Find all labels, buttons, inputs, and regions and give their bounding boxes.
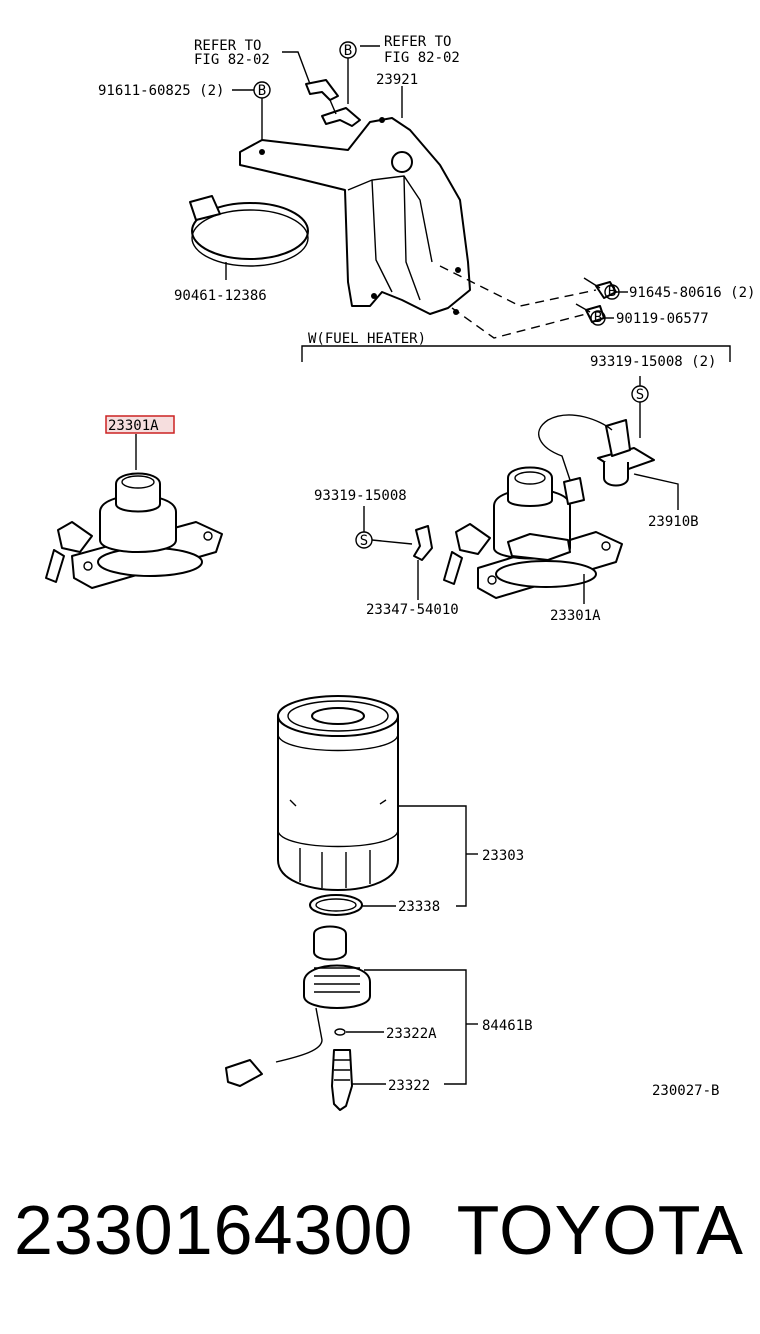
highlight-box-23301A (105, 415, 175, 434)
label-refer-2-line1: REFER TO (384, 34, 451, 50)
label-heater-23910B: 23910B (648, 514, 699, 530)
label-bolt-91645: 91645-80616 (2) (629, 285, 755, 301)
footer: 2330164300 TOYOTA (0, 1180, 760, 1290)
label-sensor-23322: 23322 (388, 1078, 430, 1094)
circle-marker-b-3: B (604, 284, 620, 300)
dashed-mount-lines (439, 265, 597, 339)
label-screw-93319-2: 93319-15008 (2) (590, 354, 716, 370)
housing-23301A-right-drawing (443, 466, 623, 599)
parts-diagram: B B B B REFER TO FIG 82-02 REFER TO FIG … (45, 34, 755, 1111)
svg-text:B: B (344, 43, 352, 59)
svg-text:B: B (258, 83, 266, 99)
label-fuel-heater: W(FUEL HEATER) (308, 331, 426, 347)
sensor-84461B-drawing (225, 925, 371, 1111)
circle-marker-b-2: B (253, 81, 271, 99)
label-bracket-23921: 23921 (376, 72, 418, 88)
housing-23301A-left-drawing (45, 472, 223, 589)
svg-text:S: S (360, 533, 368, 549)
label-refer-1-line1: REFER TO (194, 38, 261, 54)
leader-lines-top (225, 45, 628, 319)
ring-23338-drawing (309, 894, 363, 916)
label-refer-1-line2: FIG 82-02 (194, 52, 270, 68)
label-band-90461: 90461-12386 (174, 288, 267, 304)
leader-lines-bottom (346, 805, 478, 1085)
band-90461-drawing (189, 195, 309, 267)
label-filter-23303: 23303 (482, 848, 524, 864)
svg-text:B: B (594, 310, 602, 326)
label-refer-2-line2: FIG 82-02 (384, 50, 460, 66)
clip-23347-drawing: S (355, 506, 433, 600)
bracket-23921-drawing (239, 117, 471, 315)
circle-marker-b-4: B (590, 310, 606, 326)
brand-name: TOYOTA (456, 1191, 744, 1269)
refer-clip-drawing (305, 79, 361, 127)
label-ring-23338: 23338 (398, 899, 440, 915)
part-number: 2330164300 (14, 1191, 414, 1269)
svg-text:B: B (608, 284, 616, 300)
label-housing-23301A-highlighted: 23301A (108, 418, 159, 434)
label-figure-code: 230027-B (652, 1083, 719, 1099)
circle-marker-b-1: B (339, 41, 357, 59)
fuel-heater-bracket-line (301, 345, 731, 362)
label-housing-23301A: 23301A (550, 608, 601, 624)
label-oring-23322A: 23322A (386, 1026, 437, 1042)
label-screw-93319: 93319-15008 (314, 488, 407, 504)
label-bolt-91611: 91611-60825 (2) (98, 83, 224, 99)
label-clip-23347: 23347-54010 (366, 602, 459, 618)
label-bolt-90119: 90119-06577 (616, 311, 709, 327)
label-sensor-84461B: 84461B (482, 1018, 533, 1034)
svg-text:S: S (636, 387, 644, 403)
heater-23910B-drawing: S (538, 376, 679, 510)
filter-23303-drawing (277, 695, 399, 891)
